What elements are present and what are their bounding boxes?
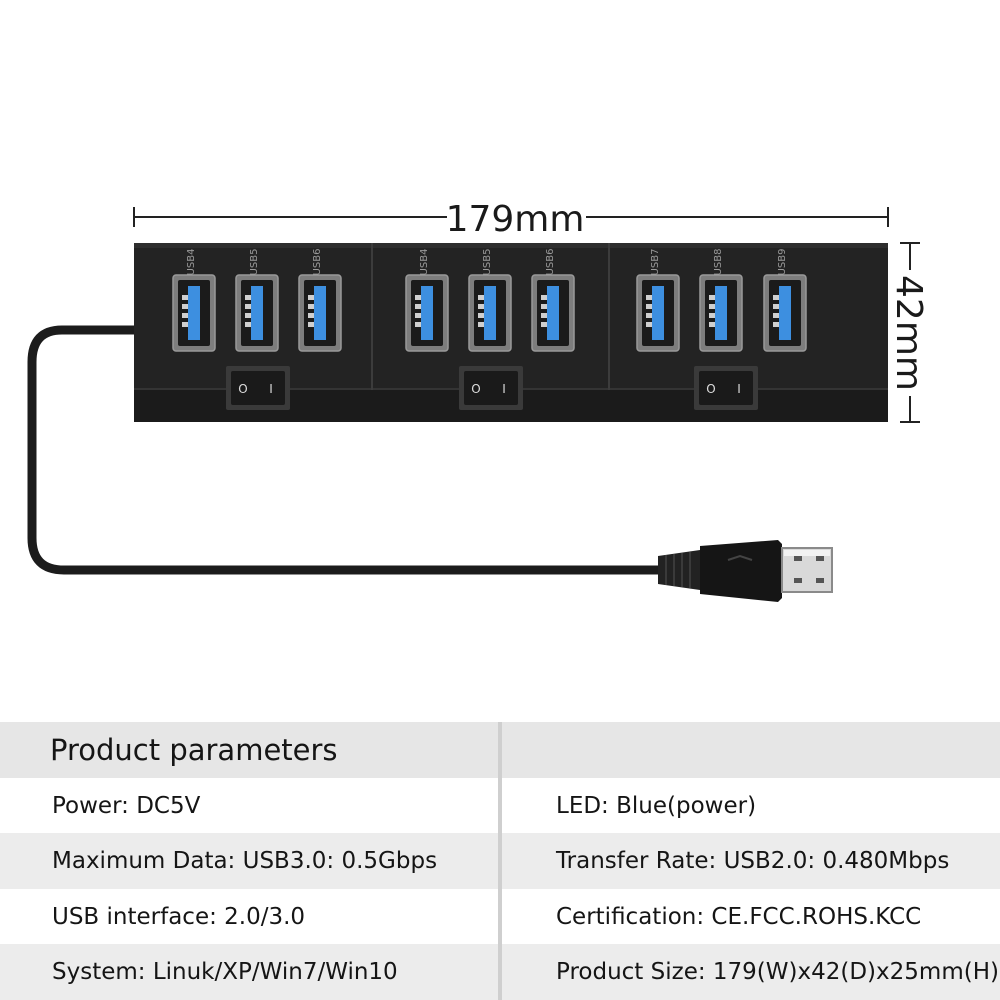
usb-cable: [27, 325, 662, 575]
usb-port: [468, 274, 512, 352]
switch-off-symbol: O: [706, 382, 715, 396]
usb-plug: [658, 540, 833, 602]
spec-certification: Certification: CE.FCC.ROHS.KCC: [556, 903, 922, 930]
port-label: USB4: [186, 249, 197, 276]
port-label: USB8: [713, 249, 724, 276]
switch-on-symbol: I: [737, 382, 741, 396]
width-label: 179mm: [446, 199, 585, 240]
port-label: USB6: [312, 249, 323, 276]
usb-port: [531, 274, 575, 352]
spec-max-data: Maximum Data: USB3.0: 0.5Gbps: [52, 848, 438, 874]
usb-port: [699, 274, 743, 352]
switch-on-symbol: I: [269, 382, 273, 396]
usb-port: [298, 274, 342, 352]
spec-system: System: Linuk/XP/Win7/Win10: [52, 959, 398, 985]
port-label: USB5: [482, 249, 493, 276]
usb-port: [405, 274, 449, 352]
spec-usb-interface: USB interface: 2.0/3.0: [52, 903, 306, 930]
switch-off-symbol: O: [471, 382, 480, 396]
port-label: USB7: [650, 249, 661, 276]
column-divider: [498, 722, 502, 1000]
port-label: USB9: [777, 249, 788, 276]
port-label: USB5: [249, 249, 260, 276]
height-label: 42mm: [888, 275, 929, 391]
height-dimension: 42mm: [888, 242, 929, 423]
switch-off-symbol: O: [238, 382, 247, 396]
switch-on-symbol: I: [502, 382, 506, 396]
spec-product-size: Product Size: 179(W)x42(D)x25mm(H): [556, 959, 999, 985]
port-label: USB4: [419, 249, 430, 276]
usb-port: [763, 274, 807, 352]
usb-port: [235, 274, 279, 352]
port-label: USB6: [545, 249, 556, 276]
spec-led: LED: Blue(power): [556, 792, 757, 819]
table-title: Product parameters: [50, 733, 338, 767]
spec-transfer-rate: Transfer Rate: USB2.0: 0.480Mbps: [556, 848, 950, 874]
usb-port: [172, 274, 216, 352]
width-dimension: 179mm: [133, 199, 889, 240]
usb-port: [636, 274, 680, 352]
spec-power: Power: DC5V: [52, 792, 201, 819]
